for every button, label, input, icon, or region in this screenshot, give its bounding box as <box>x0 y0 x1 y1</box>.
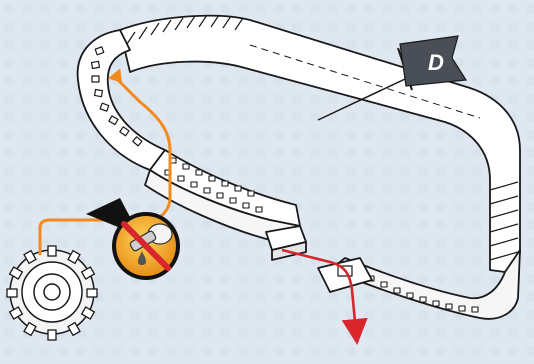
flag-label: D <box>428 50 444 75</box>
leader-line <box>317 71 421 121</box>
routing-arrow-orange-head <box>108 68 122 83</box>
track-top-dashes <box>249 44 481 119</box>
sprocket-teeth <box>6 245 98 341</box>
routing-arrow-orange <box>38 78 172 255</box>
part-flag-d: D <box>397 35 468 91</box>
track-right-cleats <box>489 181 519 261</box>
track-rear-lower-band <box>329 249 521 320</box>
sprocket-wheel-icon <box>6 245 98 341</box>
flag-body <box>399 35 468 87</box>
track-left-holes <box>90 46 143 147</box>
no-grease-icon <box>86 198 180 280</box>
track-front-holes <box>164 157 263 213</box>
routing-arrow-red <box>281 248 368 345</box>
prohibit-slash <box>121 221 171 271</box>
track-top-cleats <box>126 14 244 45</box>
